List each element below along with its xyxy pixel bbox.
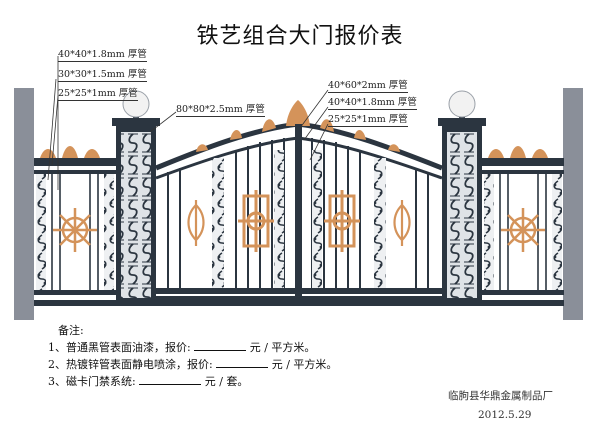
price-blank-3: [139, 373, 202, 385]
note-3-unit: 元 / 套。: [204, 375, 249, 388]
company-name: 临朐县华鼎金属制品厂: [448, 390, 553, 402]
spec-left-2: 30*30*1.5mm 厚管: [58, 66, 147, 82]
note-line-2: 2、热镀锌管表面静电喷涂，报价: 元 / 平方米。: [48, 356, 337, 373]
spec-center: 80*80*2.5mm 厚管: [176, 101, 265, 117]
pillar-left: [112, 90, 160, 306]
notes-heading: 备注:: [58, 324, 84, 337]
note-line-1: 1、普通黑管表面油漆，报价: 元 / 平方米。: [48, 339, 337, 356]
note-1-text: 1、普通黑管表面油漆，报价:: [48, 341, 191, 354]
price-blank-2: [216, 356, 269, 368]
spec-right-3: 25*25*1mm 厚管: [328, 111, 408, 127]
spec-right-2: 40*40*1.8mm 厚管: [328, 94, 417, 110]
note-1-unit: 元 / 平方米。: [249, 341, 316, 354]
notes-section: 备注: 1、普通黑管表面油漆，报价: 元 / 平方米。 2、热镀锌管表面静电喷涂…: [48, 322, 337, 390]
date: 2012.5.29: [478, 409, 532, 421]
page-title: 铁艺组合大门报价表: [196, 24, 404, 49]
spec-left-3: 25*25*1mm 厚管: [58, 85, 138, 101]
wall-post-left: [14, 88, 34, 320]
note-3-text: 3、磁卡门禁系统:: [48, 375, 136, 388]
wall-post-right: [563, 88, 583, 320]
pillar-right: [438, 90, 486, 306]
left-side-panel: [34, 146, 116, 295]
note-line-3: 3、磁卡门禁系统: 元 / 套。: [48, 373, 337, 390]
note-2-text: 2、热镀锌管表面静电喷涂，报价:: [48, 358, 213, 371]
main-gate: [155, 100, 443, 300]
right-side-panel: [482, 146, 564, 295]
note-2-unit: 元 / 平方米。: [271, 358, 338, 371]
price-blank-1: [194, 339, 247, 351]
spec-right-1: 40*60*2mm 厚管: [328, 77, 408, 93]
spec-left-1: 40*40*1.8mm 厚管: [58, 46, 147, 62]
